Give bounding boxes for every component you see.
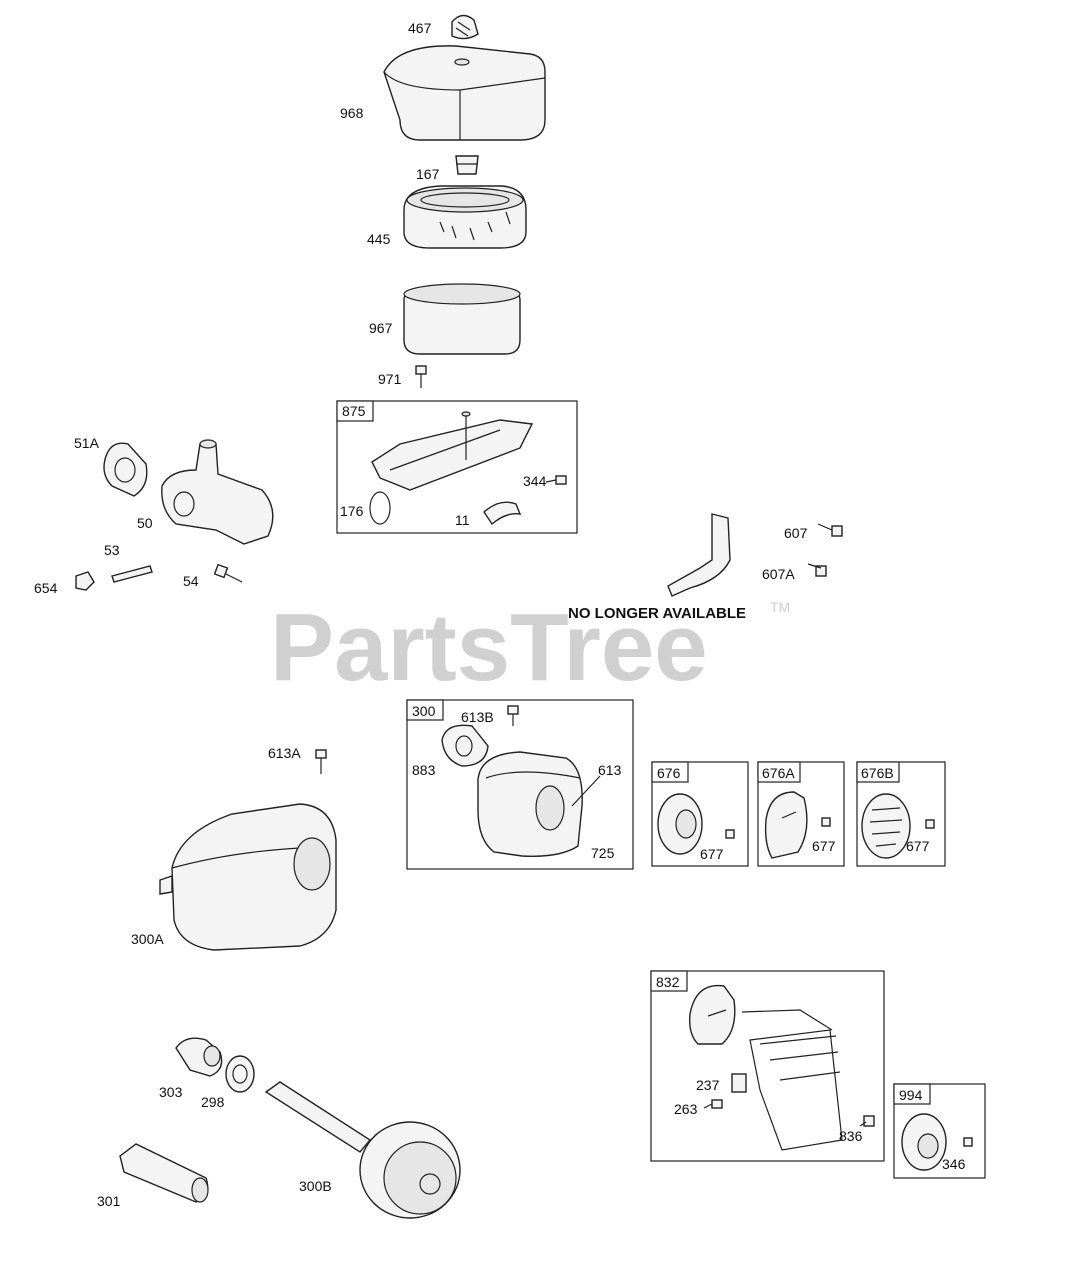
label-300B: 300B xyxy=(299,1178,332,1194)
part-676A-guard[interactable] xyxy=(764,791,831,859)
label-50: 50 xyxy=(137,515,153,531)
box-994-tag xyxy=(893,1083,931,1105)
part-607-screw[interactable] xyxy=(817,523,843,537)
label-677-c: 677 xyxy=(906,838,930,854)
part-344-screw[interactable] xyxy=(545,475,567,485)
label-725: 725 xyxy=(591,845,615,861)
label-677-a: 677 xyxy=(700,846,724,862)
part-237-clip[interactable] xyxy=(731,1073,747,1093)
label-836: 836 xyxy=(839,1128,863,1144)
label-654: 654 xyxy=(34,580,58,596)
part-298-lockwasher[interactable] xyxy=(225,1055,255,1093)
box-875-label: 875 xyxy=(342,403,366,419)
part-676-guard[interactable] xyxy=(657,793,735,855)
part-676B-guard[interactable] xyxy=(861,793,935,859)
no-longer-available-notice: NO LONGER AVAILABLE xyxy=(568,605,746,622)
label-300A: 300A xyxy=(131,931,164,947)
label-607A: 607A xyxy=(762,566,795,582)
label-344: 344 xyxy=(523,473,547,489)
part-51A-gasket[interactable] xyxy=(103,442,148,497)
label-971: 971 xyxy=(378,371,402,387)
part-bracket-no-longer-available[interactable] xyxy=(667,513,731,597)
box-832-tag xyxy=(650,970,688,992)
part-968-cover[interactable] xyxy=(383,45,546,141)
label-967: 967 xyxy=(369,320,393,336)
label-445: 445 xyxy=(367,231,391,247)
part-832-guard[interactable] xyxy=(688,984,843,1151)
label-51A: 51A xyxy=(74,435,100,451)
part-50-intake[interactable] xyxy=(161,439,274,545)
part-967-prefilter[interactable] xyxy=(403,283,521,355)
label-613: 613 xyxy=(598,762,622,778)
box-676A xyxy=(757,761,845,867)
part-300A-muffler[interactable] xyxy=(159,803,337,951)
part-836-screw[interactable] xyxy=(859,1115,875,1127)
box-832 xyxy=(650,970,885,1162)
part-303-elbow[interactable] xyxy=(175,1037,223,1077)
box-300 xyxy=(406,699,634,870)
label-346: 346 xyxy=(942,1156,966,1172)
label-613B: 613B xyxy=(461,709,494,725)
part-613B-screw[interactable] xyxy=(507,705,519,726)
part-263-screw[interactable] xyxy=(703,1099,723,1109)
part-53-stud[interactable] xyxy=(111,565,153,583)
box-994 xyxy=(893,1083,986,1179)
label-607: 607 xyxy=(784,525,808,541)
box-676A-tag xyxy=(757,761,801,783)
box-875 xyxy=(336,400,578,534)
part-11-elbow[interactable] xyxy=(483,501,522,526)
part-300B-muffler[interactable] xyxy=(264,1081,461,1219)
box-676B xyxy=(856,761,946,867)
label-11: 11 xyxy=(455,512,470,528)
part-54-screw[interactable] xyxy=(213,563,243,583)
label-613A: 613A xyxy=(268,745,301,761)
label-883: 883 xyxy=(412,762,436,778)
box-994-label: 994 xyxy=(899,1087,923,1103)
label-298: 298 xyxy=(201,1094,225,1110)
box-676B-tag xyxy=(856,761,900,783)
label-53: 53 xyxy=(104,542,120,558)
box-300-tag xyxy=(406,699,444,721)
label-301: 301 xyxy=(97,1193,121,1209)
part-654-nut[interactable] xyxy=(75,571,95,591)
watermark-trademark: TM xyxy=(770,599,790,615)
part-883-gasket[interactable] xyxy=(441,724,489,767)
label-176: 176 xyxy=(340,503,364,519)
part-300-muffler[interactable] xyxy=(477,751,583,857)
label-237: 237 xyxy=(696,1077,720,1093)
part-971-screw[interactable] xyxy=(415,365,427,388)
box-676 xyxy=(651,761,749,867)
part-301-nipple[interactable] xyxy=(119,1143,209,1203)
label-677-b: 677 xyxy=(812,838,836,854)
label-263: 263 xyxy=(674,1101,698,1117)
part-445-filter[interactable] xyxy=(403,185,527,249)
box-300-label: 300 xyxy=(412,703,436,719)
label-167: 167 xyxy=(416,166,440,182)
part-994-screen[interactable] xyxy=(901,1113,973,1171)
label-303: 303 xyxy=(159,1084,183,1100)
part-875-base[interactable] xyxy=(371,411,534,491)
box-875-tag xyxy=(336,400,374,422)
part-613A-screw[interactable] xyxy=(315,749,327,774)
leader-613 xyxy=(571,775,601,807)
box-832-label: 832 xyxy=(656,974,680,990)
part-167-grommet[interactable] xyxy=(455,155,479,175)
label-54: 54 xyxy=(183,573,199,589)
box-676A-label: 676A xyxy=(762,765,795,781)
watermark-text: PartsTree xyxy=(270,594,708,701)
box-676-tag xyxy=(651,761,689,783)
part-467-knob[interactable] xyxy=(451,14,479,40)
label-467: 467 xyxy=(408,20,432,36)
part-607A-screw[interactable] xyxy=(807,563,827,577)
label-968: 968 xyxy=(340,105,364,121)
part-176-oring[interactable] xyxy=(369,491,391,525)
box-676B-label: 676B xyxy=(861,765,894,781)
box-676-label: 676 xyxy=(657,765,681,781)
